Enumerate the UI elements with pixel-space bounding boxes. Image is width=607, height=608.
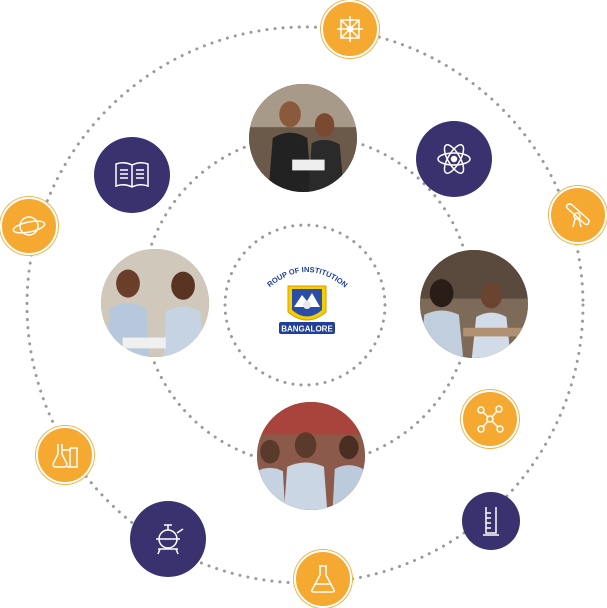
planet-icon [0, 197, 58, 255]
distillation-icon [130, 501, 206, 577]
photo-students-with-teacher [249, 84, 357, 192]
flask-icon [294, 550, 352, 608]
diploma-icon [549, 186, 607, 244]
photo-classroom-students [257, 402, 365, 510]
logo-text-top: GROUP OF INSTITUTIONS [262, 255, 349, 289]
photo-students-studying-right [420, 250, 528, 358]
molecule-icon [461, 390, 519, 448]
logo-text: BANGALORE [281, 325, 333, 334]
photo-students-reading-left [101, 249, 209, 357]
measuring-cylinder-icon [462, 492, 520, 550]
lab-apparatus-icon [36, 426, 94, 484]
svg-text:GROUP OF INSTITUTIONS: GROUP OF INSTITUTIONS [265, 262, 349, 289]
institution-logo: GROUP OF INSTITUTIONS BANGALORE [262, 255, 349, 338]
atom-icon [416, 121, 492, 197]
book-icon [94, 137, 170, 213]
network-cube-icon [321, 0, 379, 58]
